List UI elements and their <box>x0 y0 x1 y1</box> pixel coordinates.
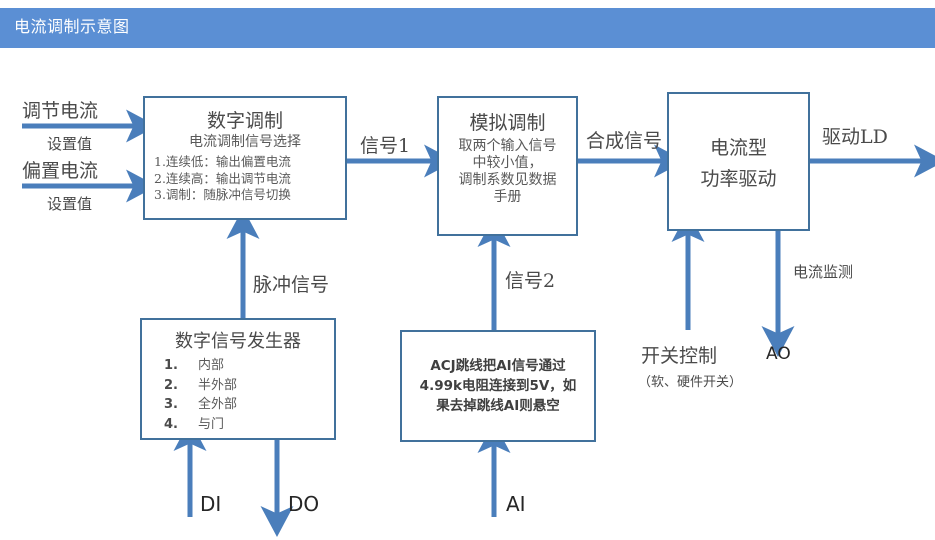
signal-generator-item: 1. 内部 <box>164 356 334 376</box>
digital-modulation-title: 数字调制 <box>206 110 283 132</box>
signal-generator-item-number: 4. <box>164 416 178 432</box>
signal-generator-item: 3. 全外部 <box>164 395 334 415</box>
acj-note-line: 果去掉跳线AI则悬空 <box>436 398 560 415</box>
analog-modulation-line: 取两个输入信号 <box>458 138 557 154</box>
label-drive-ld: 驱动LD <box>822 126 888 148</box>
acj-note-body: ACJ跳线把AI信号通过 4.99k电阻连接到5V，如 果去掉跳线AI则悬空 <box>402 356 594 417</box>
signal-generator-item-number: 2. <box>164 377 178 393</box>
label-adjust-current: 调节电流 <box>22 100 99 122</box>
digital-modulation-subtitle: 电流调制信号选择 <box>189 134 301 150</box>
power-driver-line-1: 电流型 <box>709 136 767 159</box>
label-pulse-signal: 脉冲信号 <box>253 274 330 296</box>
analog-modulation-line: 手册 <box>493 189 522 206</box>
acj-note-line: 4.99k电阻连接到5V，如 <box>419 377 577 394</box>
page-title: 电流调制示意图 <box>14 17 130 36</box>
box-analog-modulation[interactable]: 模拟调制 取两个输入信号 中较小值， 调制系数见数据 手册 <box>437 96 578 236</box>
label-switch-control-sub: （软、硬件开关） <box>638 375 743 390</box>
label-bias-current: 偏置电流 <box>22 160 99 182</box>
label-signal-2: 信号2 <box>505 270 556 292</box>
signal-generator-item: 4. 与门 <box>164 415 334 435</box>
title-bar <box>0 8 935 48</box>
label-ao: AO <box>766 344 791 364</box>
signal-generator-item-label: 内部 <box>198 358 225 373</box>
box-power-driver[interactable]: 电流型 功率驱动 <box>667 92 810 231</box>
signal-generator-item-label: 全外部 <box>198 397 238 412</box>
signal-generator-title: 数字信号发生器 <box>175 331 301 352</box>
signal-generator-item-number: 1. <box>164 358 178 373</box>
signal-generator-item-label: 与门 <box>198 416 225 432</box>
label-ai: AI <box>506 492 526 516</box>
analog-modulation-line: 调制系数见数据 <box>458 172 557 189</box>
analog-modulation-line: 中较小值， <box>472 155 543 172</box>
signal-generator-item-number: 3. <box>164 397 178 412</box>
signal-generator-items: 1. 内部 2. 半外部 3. 全外部 4. 与门 <box>142 356 334 434</box>
analog-modulation-body: 取两个输入信号 中较小值， 调制系数见数据 手册 <box>439 138 576 206</box>
analog-modulation-title: 模拟调制 <box>469 112 546 134</box>
label-current-monitor: 电流监测 <box>793 263 854 281</box>
power-driver-line-2: 功率驱动 <box>700 167 777 190</box>
label-di: DI <box>200 492 222 516</box>
label-signal-1: 信号1 <box>360 135 411 157</box>
box-digital-modulation[interactable]: 数字调制 电流调制信号选择 1.连续低：输出偏置电流 2.连续高：输出调节电流 … <box>143 96 347 220</box>
digital-modulation-item: 3.调制：随脉冲信号切换 <box>154 187 291 203</box>
label-combined-signal: 合成信号 <box>586 130 663 152</box>
label-do: DO <box>288 492 320 516</box>
acj-note-line: ACJ跳线把AI信号通过 <box>430 357 566 374</box>
box-signal-generator[interactable]: 数字信号发生器 1. 内部 2. 半外部 3. 全外部 4. 与门 <box>140 318 336 440</box>
digital-modulation-item: 2.连续高：输出调节电流 <box>154 170 291 186</box>
signal-generator-item: 2. 半外部 <box>164 376 334 396</box>
label-bias-current-setpoint: 设置值 <box>47 195 93 213</box>
digital-modulation-item: 1.连续低：输出偏置电流 <box>154 154 291 170</box>
label-adjust-current-setpoint: 设置值 <box>47 135 93 153</box>
signal-generator-item-label: 半外部 <box>198 377 238 393</box>
digital-modulation-items: 1.连续低：输出偏置电流 2.连续高：输出调节电流 3.调制：随脉冲信号切换 <box>145 154 345 204</box>
box-acj-note[interactable]: ACJ跳线把AI信号通过 4.99k电阻连接到5V，如 果去掉跳线AI则悬空 <box>400 330 596 442</box>
label-switch-control: 开关控制 <box>641 345 718 367</box>
